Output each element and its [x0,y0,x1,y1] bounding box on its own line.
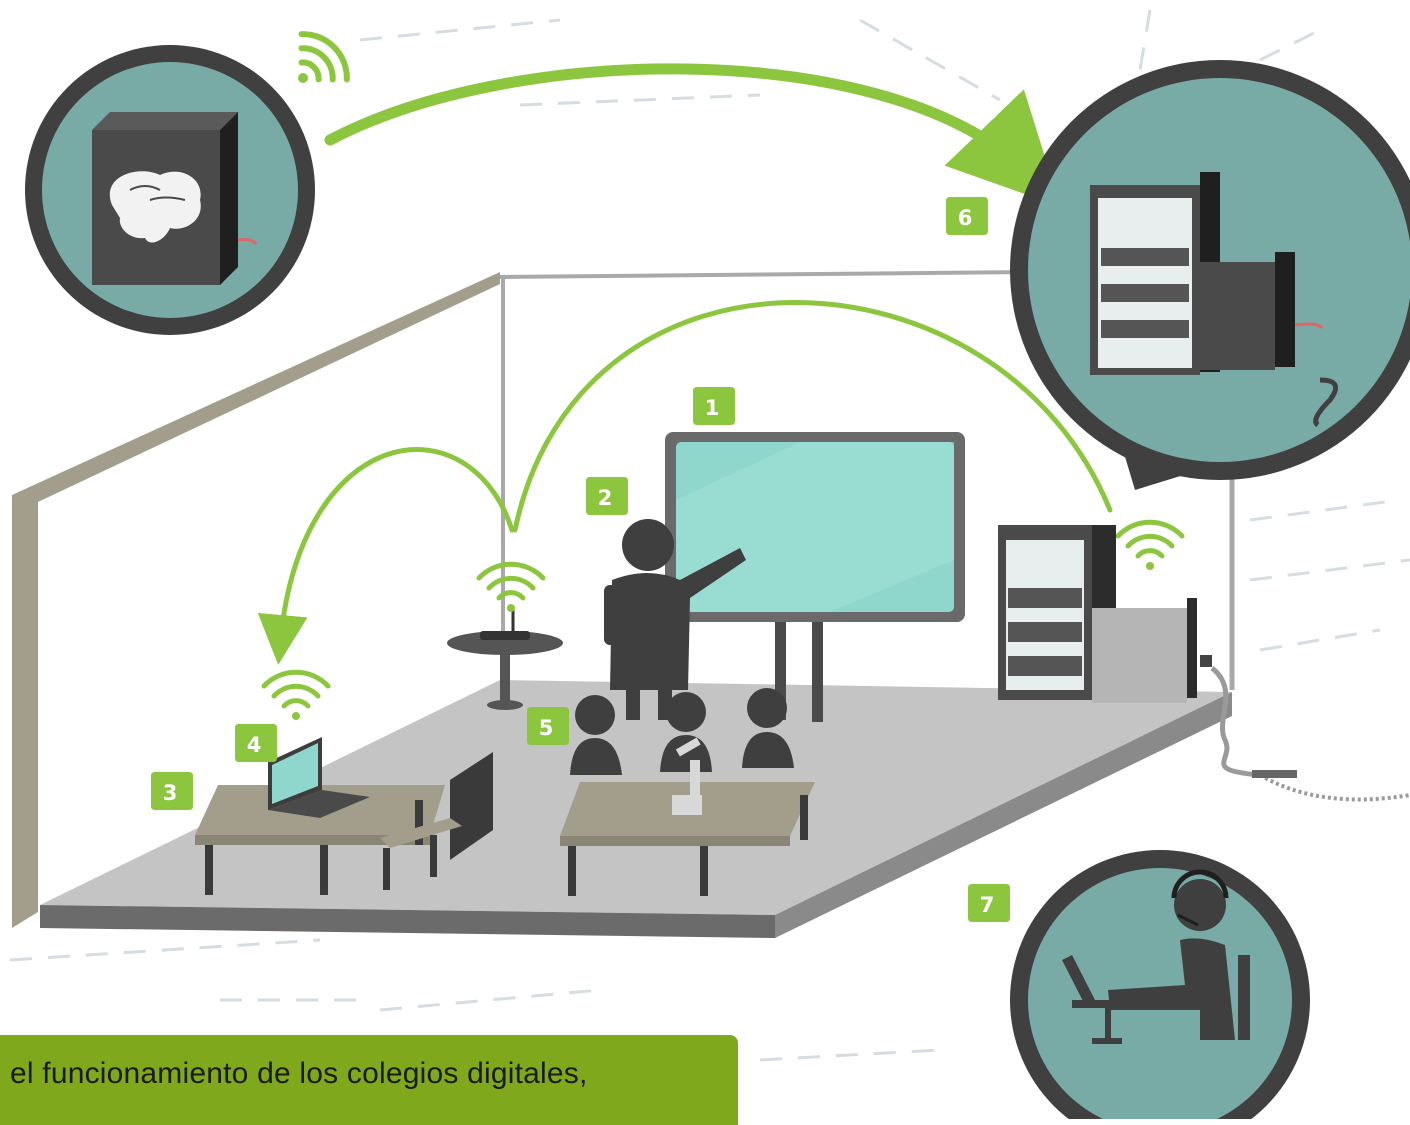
server-rack-icon [998,525,1212,703]
badge-number: 4 [247,733,262,757]
caption-banner: el funcionamiento de los colegios digita… [0,1035,738,1125]
laptop-icon [1062,955,1142,1044]
student-figures [570,688,794,815]
teacher-figure [604,519,746,720]
badge-number: 2 [598,486,613,510]
data-center-circle [1010,60,1410,490]
badge-number: 5 [539,716,554,740]
interactive-whiteboard [665,432,965,722]
laptop-icon [268,737,370,818]
network-cable-outside [1258,773,1410,802]
operator-body [1108,938,1235,1040]
badge-number: 3 [163,781,178,805]
network-cable [1210,666,1261,778]
badge-7: 7 [968,884,1010,922]
support-operator-circle [1010,850,1310,1119]
operator-chair [1238,955,1250,1040]
network-cable-plug [1252,770,1297,778]
badge-number: 6 [958,206,973,230]
server-rack-icon [1090,172,1339,428]
cloud-intelligence-circle [25,45,315,335]
floor-front-edge [40,905,775,938]
badge-number: 1 [705,396,720,420]
background-dashes [9,9,1410,1062]
badge-2: 2 [586,477,628,515]
badge-1: 1 [693,387,735,425]
link-cloud-to-datacenter [324,63,1061,207]
router-table [447,606,563,710]
link-router-to-laptop [257,447,515,665]
wifi-icon [298,31,350,83]
floor-right-edge [775,692,1232,938]
headset-icon [1171,869,1229,931]
badge-6: 6 [946,197,988,235]
badge-3: 3 [151,772,193,810]
student-figure [742,688,794,768]
badge-4: 4 [235,724,277,762]
network-links [257,63,1113,665]
student-figure [570,695,622,775]
wifi-icon [1115,519,1185,570]
router-icon [480,631,530,640]
wifi-icon [261,669,331,720]
badge-number: 7 [980,893,995,917]
brain-icon [109,171,201,243]
badge-5: 5 [527,707,569,745]
wifi-icon [476,561,546,612]
caption-text: el funcionamiento de los colegios digita… [10,1057,588,1090]
robot-arm [672,737,702,815]
chair [380,752,493,890]
back-wall-top [499,270,1031,279]
link-router-to-server [512,300,1113,533]
